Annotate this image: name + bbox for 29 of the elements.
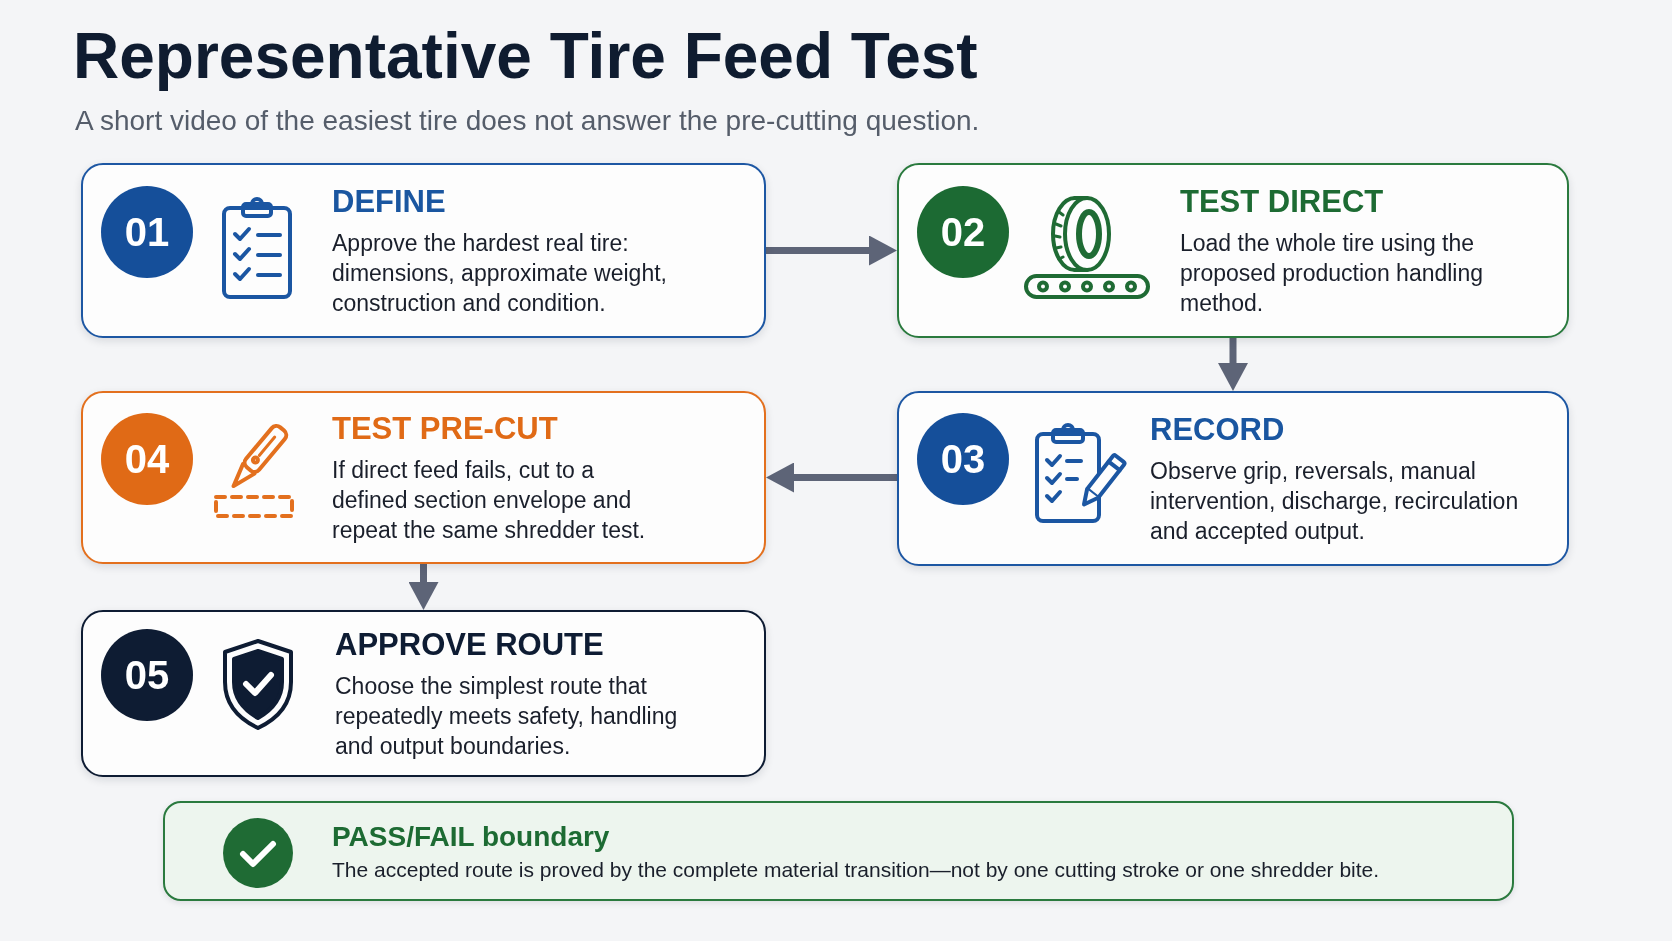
step-description: Load the whole tire using the proposed production handling method. [1180,228,1485,318]
step-description: If direct feed fails, cut to a defined section envelope and repeat the same shredder test. [332,455,647,545]
step-number: 03 [917,413,1009,505]
step-heading: TEST PRE-CUT [332,410,559,447]
criteria-banner [163,801,1514,901]
step-description: Choose the simplest route that repeatedly meets safety, handling and output boundaries. [335,671,679,761]
arrow [766,462,897,493]
banner-heading: PASS/FAIL boundary [332,819,611,854]
step-description: Observe grip, reversals, manual intervention, discharge, recirculation and accepted output. [1150,456,1520,546]
step-heading: TEST DIRECT [1180,183,1385,220]
step-heading: RECORD [1150,411,1286,448]
step-card [81,610,766,777]
step-card [897,163,1569,338]
step-number: 05 [101,629,193,721]
step-number: 01 [101,186,193,278]
step-card [81,163,766,338]
title: Representative Tire Feed Test [73,19,978,94]
step-heading: APPROVE ROUTE [335,626,605,663]
arrow [408,564,439,610]
step-number: 04 [101,413,193,505]
subtitle: A short video of the easiest tire does not answer the pre-cutting question. [75,104,980,138]
arrow [766,235,897,266]
step-description: Approve the hardest real tire: dimensions, approximate weight, construction and condition. [332,228,668,318]
step-card [81,391,766,564]
banner-text: The accepted route is proved by the complete material transition—not by one cutting stroke or one shredder bite. [332,856,1381,883]
step-number: 02 [917,186,1009,278]
step-heading: DEFINE [332,183,447,220]
arrow [1218,338,1248,391]
step-card [897,391,1569,566]
